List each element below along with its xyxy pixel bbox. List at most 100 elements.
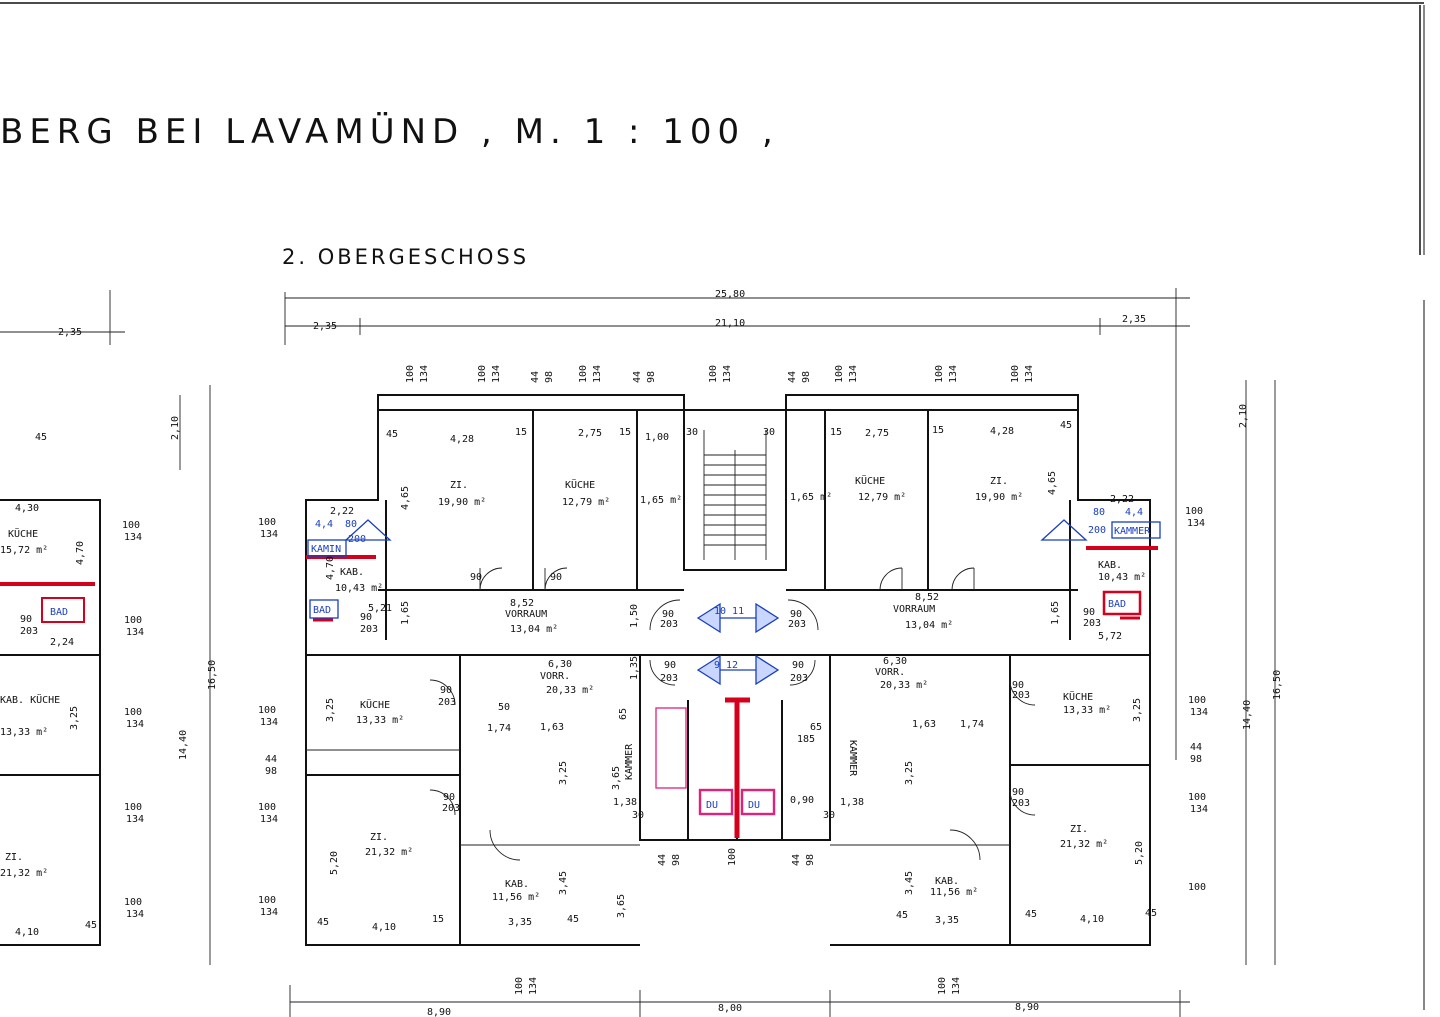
left-kueche-area: 15,72 m² [0, 545, 48, 556]
left-zi-label: ZI. [5, 852, 23, 863]
svg-text:134: 134 [1024, 365, 1035, 383]
zi-top-left-width: 4,28 [450, 434, 474, 445]
svg-text:90: 90 [664, 660, 676, 671]
svg-text:5,21: 5,21 [368, 603, 392, 614]
svg-text:203: 203 [660, 619, 678, 630]
area-right-label: 4,4 [1125, 507, 1143, 518]
red-markings [306, 546, 1158, 838]
svg-text:90: 90 [790, 609, 802, 620]
svg-text:90: 90 [20, 614, 32, 625]
apartment-left: 4,28 ZI. 19,90 m² 2,75 KÜCHE 12,79 m² 1,… [330, 428, 682, 933]
kueche-top-left-width: 2,75 [578, 428, 602, 439]
svg-text:203: 203 [1012, 798, 1030, 809]
svg-text:203: 203 [788, 619, 806, 630]
kab-right-width: 2,22 [1110, 494, 1134, 505]
svg-text:1,65: 1,65 [400, 601, 411, 625]
svg-text:203: 203 [790, 673, 808, 684]
svg-text:98: 98 [646, 371, 657, 383]
dim-far-left: 2,35 [58, 327, 82, 338]
dim-height-total-right: 16,50 [1272, 670, 1283, 700]
corridor-top-label: 10 11 [714, 606, 744, 617]
floor-subtitle: 2. OBERGESCHOSS [282, 245, 529, 269]
svg-text:44: 44 [632, 371, 643, 383]
svg-text:90: 90 [470, 572, 482, 583]
svg-text:1,50: 1,50 [629, 604, 640, 628]
svg-text:15: 15 [432, 914, 444, 925]
wc-top-right-area: 1,65 m² [790, 492, 832, 503]
svg-text:1,65: 1,65 [1050, 601, 1061, 625]
svg-text:44: 44 [787, 371, 798, 383]
kab-bottom-right-area: 11,56 m² [930, 887, 978, 898]
left-bad-box [41, 597, 85, 623]
svg-text:45: 45 [1025, 909, 1037, 920]
vorraum-left-width: 8,52 [510, 598, 534, 609]
left-bad-label: BAD [50, 607, 68, 618]
dim-height-inner-left: 14,40 [178, 730, 189, 760]
bad-right-label: BAD [1108, 599, 1126, 610]
kab-bottom-right-width: 3,35 [935, 915, 959, 926]
svg-text:134: 134 [260, 907, 278, 918]
kab-bottom-left-width: 3,35 [508, 917, 532, 928]
vorr-left-area: 20,33 m² [546, 685, 594, 696]
svg-text:3,45: 3,45 [904, 871, 915, 895]
svg-text:98: 98 [544, 371, 555, 383]
svg-text:15: 15 [515, 427, 527, 438]
vorraum-left-label: VORRAUM [505, 609, 547, 620]
apartment-right: 4,28 ZI. 19,90 m² 2,75 KÜCHE 12,79 m² 1,… [790, 426, 1146, 926]
svg-text:98: 98 [1190, 754, 1202, 765]
svg-text:45: 45 [896, 910, 908, 921]
left-zi-area: 21,32 m² [0, 868, 48, 879]
dim-height-top-right: 2,10 [1238, 404, 1249, 428]
zi-top-right-width: 4,28 [990, 426, 1014, 437]
svg-text:100: 100 [124, 897, 142, 908]
dim80-left: 80 [345, 519, 357, 530]
kammer-left-label: KAMMER [624, 743, 635, 780]
wc-top-left-area: 1,65 m² [640, 495, 682, 506]
kueche-mid-left-label: KÜCHE [360, 698, 390, 711]
svg-text:134: 134 [126, 627, 144, 638]
kab-right-label: KAB. [1098, 560, 1122, 571]
svg-text:134: 134 [1187, 518, 1205, 529]
svg-text:3,25: 3,25 [325, 698, 336, 722]
svg-text:98: 98 [265, 766, 277, 777]
svg-text:30: 30 [632, 810, 644, 821]
du-right-label: DU [748, 800, 760, 811]
svg-text:203: 203 [20, 626, 38, 637]
svg-text:30: 30 [763, 427, 775, 438]
svg-text:5,72: 5,72 [1098, 631, 1122, 642]
zi-top-right-label: ZI. [990, 476, 1008, 487]
svg-text:3,25: 3,25 [558, 761, 569, 785]
dim200-left: 200 [348, 534, 366, 545]
svg-text:134: 134 [1190, 707, 1208, 718]
partial-building-left: KÜCHE 15,72 m² 4,30 KAB. KÜCHE 13,33 m² … [0, 499, 101, 946]
svg-text:100: 100 [124, 615, 142, 626]
kueche-top-right-width: 2,75 [865, 428, 889, 439]
svg-text:90: 90 [1083, 607, 1095, 618]
vertical-dimensions: 2,10 16,50 14,40 2,10 16,50 14,40 [170, 380, 1283, 965]
svg-text:1,38: 1,38 [613, 797, 637, 808]
svg-text:134: 134 [260, 717, 278, 728]
svg-text:15: 15 [932, 425, 944, 436]
svg-text:134: 134 [848, 365, 859, 383]
svg-text:100: 100 [258, 895, 276, 906]
svg-text:45: 45 [1145, 908, 1157, 919]
dim-inner-width: 21,10 [715, 318, 745, 329]
svg-text:134: 134 [419, 365, 430, 383]
svg-text:5,20: 5,20 [1134, 841, 1145, 865]
kueche-mid-left-area: 13,33 m² [356, 715, 404, 726]
svg-text:100: 100 [1188, 695, 1206, 706]
svg-text:100: 100 [258, 802, 276, 813]
svg-text:100: 100 [1010, 365, 1021, 383]
svg-text:100: 100 [124, 802, 142, 813]
building-walls [305, 394, 1151, 946]
wc-top-left-width: 1,00 [645, 432, 669, 443]
svg-text:44: 44 [1190, 742, 1202, 753]
svg-text:134: 134 [491, 365, 502, 383]
zi-bottom-right-label: ZI. [1070, 824, 1088, 835]
svg-text:100: 100 [122, 520, 140, 531]
svg-text:90: 90 [443, 792, 455, 803]
svg-text:100: 100 [124, 707, 142, 718]
svg-text:30: 30 [823, 810, 835, 821]
svg-text:1,35: 1,35 [629, 656, 640, 680]
svg-text:100: 100 [405, 365, 416, 383]
